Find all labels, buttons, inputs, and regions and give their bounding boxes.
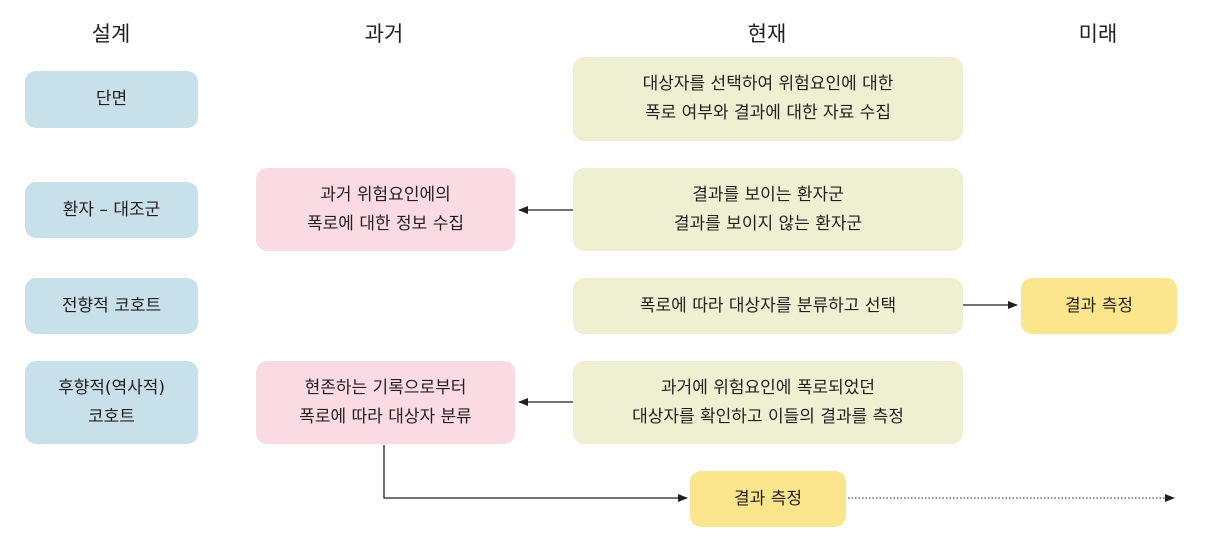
header-past: 과거 — [364, 22, 404, 46]
present-text-line: 결과를 보이는 환자군 — [692, 184, 844, 205]
present-cross-sectional: 대상자를 선택하여 위험요인에 대한 폭로 여부와 결과에 대한 자료 수집 — [573, 57, 963, 141]
past-text-line: 현존하는 기록으로부터 — [304, 377, 467, 398]
present-text-line: 대상자를 선택하여 위험요인에 대한 — [642, 74, 894, 94]
design-cross-sectional: 단면 — [25, 71, 198, 128]
present-prospective-cohort: 폭로에 따라 대상자를 분류하고 선택 — [573, 278, 963, 334]
present-text-line: 대상자를 확인하고 이들의 결과를 측정 — [632, 406, 904, 427]
design-retrospective-cohort: 후향적(역사적) 코호트 — [25, 361, 198, 444]
design-label-line: 단면 — [95, 89, 128, 109]
present-case-control: 결과를 보이는 환자군 결과를 보이지 않는 환자군 — [573, 168, 963, 251]
header-present: 현재 — [747, 22, 787, 46]
header-future: 미래 — [1078, 22, 1118, 46]
past-text-line: 폭로에 대한 정보 수집 — [307, 213, 464, 234]
present-outcome-measure: 결과 측정 — [690, 471, 846, 527]
past-case-control: 과거 위험요인에의 폭로에 대한 정보 수집 — [256, 168, 515, 251]
present-text-line: 폭로 여부와 결과에 대한 자료 수집 — [645, 103, 891, 123]
present-retrospective-cohort: 과거에 위험요인에 폭로되었던 대상자를 확인하고 이들의 결과를 측정 — [573, 361, 963, 444]
arrow-retrospective-outcome — [383, 445, 688, 502]
outcome-text-line: 결과 측정 — [734, 488, 802, 509]
design-label-line: 코호트 — [88, 406, 135, 427]
present-text-line: 과거에 위험요인에 폭로되었던 — [660, 377, 876, 398]
past-retrospective-cohort: 현존하는 기록으로부터 폭로에 따라 대상자 분류 — [256, 361, 515, 444]
design-label-line: 환자 – 대조군 — [62, 199, 161, 220]
present-text-line: 결과를 보이지 않는 환자군 — [673, 213, 863, 234]
past-text-line: 폭로에 따라 대상자 분류 — [299, 406, 472, 427]
future-outcome-measure: 결과 측정 — [1021, 278, 1177, 334]
future-text-line: 결과 측정 — [1065, 295, 1133, 316]
past-text-line: 과거 위험요인에의 — [320, 184, 451, 205]
header-design: 설계 — [91, 22, 131, 46]
design-label-line: 전향적 코호트 — [61, 295, 162, 316]
design-case-control: 환자 – 대조군 — [25, 182, 198, 238]
present-text-line: 폭로에 따라 대상자를 분류하고 선택 — [639, 295, 897, 316]
design-label-line: 후향적(역사적) — [57, 377, 166, 398]
design-prospective-cohort: 전향적 코호트 — [25, 278, 198, 334]
